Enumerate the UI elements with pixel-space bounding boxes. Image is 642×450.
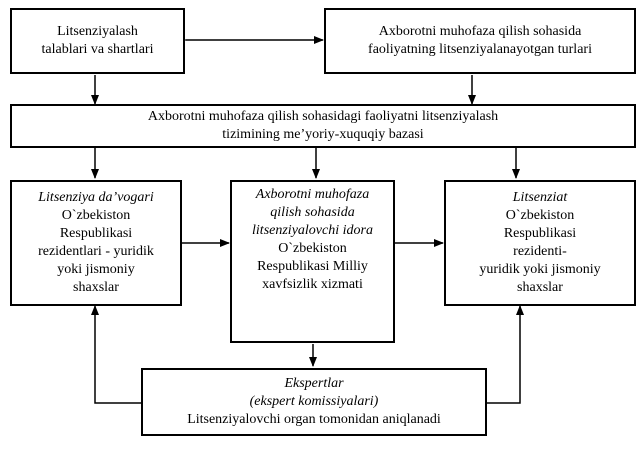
box-text-line: Respublikasi Milliy <box>257 259 368 274</box>
box-text-line: yoki jismoniy <box>57 262 135 277</box>
box-text-line: Respublikasi <box>59 226 133 241</box>
box-title: Ekspertlar <box>284 376 344 391</box>
box-text-line: yuridik yoki jismoniy <box>479 262 601 277</box>
box-text-line: O`zbekiston <box>61 208 131 223</box>
box-text-line: faoliyatning litsenziyalanayotgan turlar… <box>368 42 592 57</box>
box-text-line: rezidenti- <box>513 244 567 259</box>
box-text-line: Axborotni muhofaza qilish sohasida <box>378 24 582 39</box>
box-text-line: xavfsizlik xizmati <box>262 277 363 292</box>
legal-basis-box: Axborotni muhofaza qilish sohasidagi fao… <box>10 104 636 148</box>
applicant-box: Litsenziya da’vogari O`zbekiston Respubl… <box>10 180 182 306</box>
licensing-body-box: Axborotni muhofaza qilish sohasida litse… <box>230 180 395 343</box>
arrow-experts-applicant <box>91 305 141 404</box>
box-title: litsenziyalovchi idora <box>252 223 373 238</box>
box-text-line: Litsenziyalovchi organ tomonidan aniqlan… <box>187 412 441 427</box>
box-text-line: Respublikasi <box>503 226 577 241</box>
arrow-experts-licensee <box>487 305 524 404</box>
box-title: (ekspert komissiyalari) <box>249 394 379 409</box>
box-title: Litsenziat <box>512 190 568 205</box>
box-title: qilish sohasida <box>270 205 355 220</box>
box-title: Litsenziya da’vogari <box>38 190 154 205</box>
box-text-line: rezidentlari - yuridik <box>38 244 154 259</box>
box-text-line: shaxslar <box>517 280 563 295</box>
activity-types-box: Axborotni muhofaza qilish sohasida faoli… <box>324 8 636 74</box>
box-text-line: O`zbekiston <box>505 208 575 223</box>
box-title: Axborotni muhofaza <box>255 187 370 202</box>
box-text-line: shaxslar <box>73 280 119 295</box>
box-text-line: tizimining me’yoriy-xuquqiy bazasi <box>222 127 424 142</box>
box-text-line: talablari va shartlari <box>41 42 154 57</box>
box-text-line: O`zbekiston <box>278 241 347 256</box>
box-text-line: Axborotni muhofaza qilish sohasidagi fao… <box>147 109 499 124</box>
licensing-requirements-box: Litsenziyalash talablari va shartlari <box>10 8 185 74</box>
box-text-line: Litsenziyalash <box>57 24 138 39</box>
licensee-box: Litsenziat O`zbekiston Respublikasi rezi… <box>444 180 636 306</box>
experts-box: Ekspertlar (ekspert komissiyalari) Litse… <box>141 368 487 436</box>
